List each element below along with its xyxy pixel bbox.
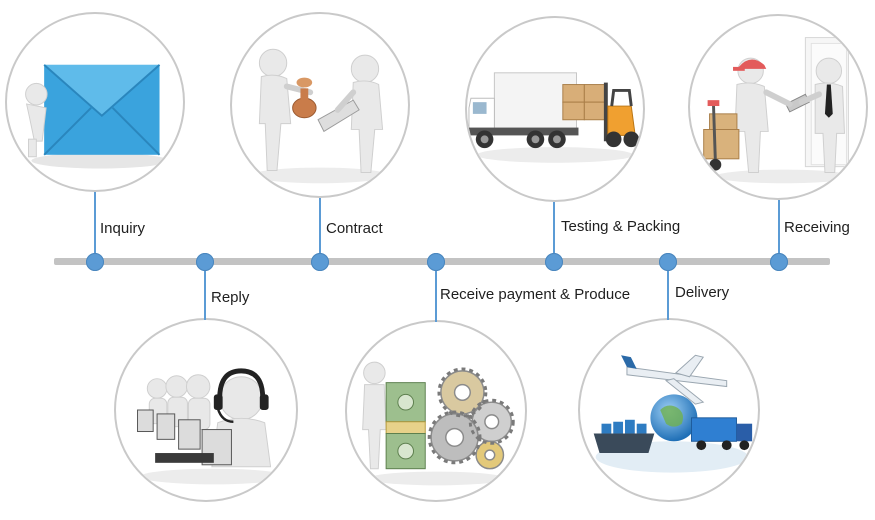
step-contract-circle <box>230 12 410 198</box>
stem-testing <box>553 202 555 262</box>
step-payment-circle <box>345 320 527 502</box>
timeline-dot-contract <box>311 253 329 271</box>
timeline-dot-delivery <box>659 253 677 271</box>
step-testing-circle <box>465 16 645 202</box>
timeline-dot-receiving <box>770 253 788 271</box>
label-payment: Receive payment & Produce <box>440 286 631 303</box>
step-receiving-circle <box>688 14 868 200</box>
stem-delivery <box>667 262 669 320</box>
timeline-dot-testing <box>545 253 563 271</box>
timeline-dot-inquiry <box>86 253 104 271</box>
label-receiving: Receiving <box>784 219 850 236</box>
headset-agents-icon <box>137 368 288 485</box>
label-inquiry: Inquiry <box>100 220 146 237</box>
handshake-stamp-icon <box>251 48 389 184</box>
timeline-dot-payment <box>427 253 445 271</box>
stem-inquiry <box>94 192 96 262</box>
courier-delivery-icon <box>703 37 853 184</box>
stem-payment <box>435 262 437 322</box>
step-reply-circle <box>114 318 298 502</box>
truck-forklift-icon <box>468 72 640 163</box>
label-delivery: Delivery <box>675 284 730 301</box>
stem-reply <box>204 262 206 320</box>
plane-globe-ship-icon <box>593 354 753 473</box>
envelope-icon <box>25 64 169 169</box>
stem-receiving <box>778 200 780 262</box>
timeline-dot-reply <box>196 253 214 271</box>
step-delivery-circle <box>578 318 760 502</box>
label-testing: Testing & Packing <box>561 218 681 235</box>
money-gears-icon <box>362 361 515 486</box>
stem-contract <box>319 198 321 262</box>
label-reply: Reply <box>211 289 250 306</box>
label-contract: Contract <box>326 220 383 237</box>
step-inquiry-circle <box>5 12 185 192</box>
